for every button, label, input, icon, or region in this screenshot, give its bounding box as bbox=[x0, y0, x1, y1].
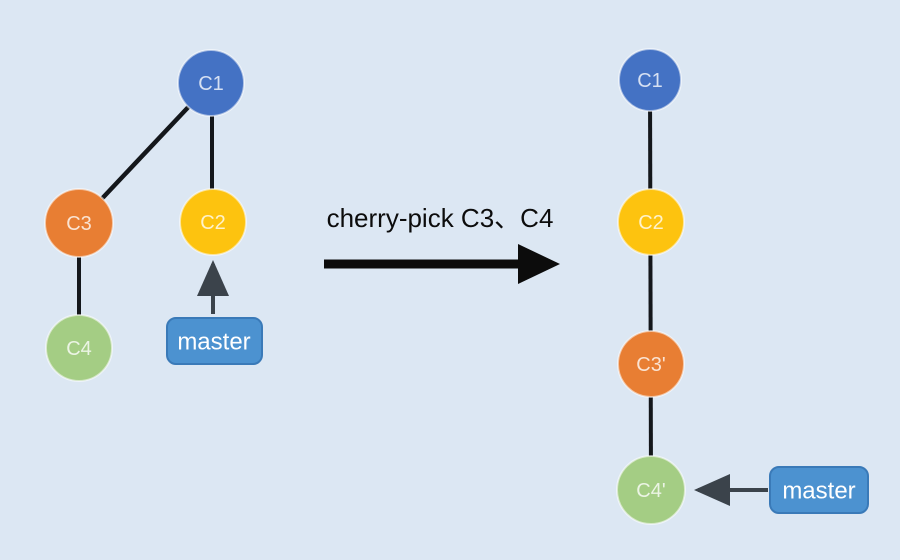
branch-tag-master-left: master bbox=[166, 317, 263, 365]
transform-annotation: cherry-pick C3、C4 bbox=[324, 203, 560, 284]
commit-node-c3-prime bbox=[617, 330, 685, 398]
commit-label-c4-prime: C4' bbox=[636, 480, 665, 502]
commit-label-c4: C4 bbox=[66, 338, 92, 360]
caption-text: cherry-pick C3、C4 bbox=[327, 203, 554, 233]
commit-label-c3: C3 bbox=[66, 213, 92, 235]
commit-label-c3-prime: C3' bbox=[636, 354, 665, 376]
commit-node-c2-right bbox=[617, 188, 685, 256]
edge-right-spine bbox=[648, 79, 653, 491]
commit-node-c1-right bbox=[618, 48, 682, 112]
branch-tag-master-right: master bbox=[769, 466, 869, 514]
transform-arrow-head-icon bbox=[518, 244, 560, 284]
commit-node-c3 bbox=[44, 188, 114, 258]
commit-label-c1-right: C1 bbox=[637, 70, 663, 92]
commit-node-c4 bbox=[45, 314, 113, 382]
right-commit-graph: C1 C2 C3' C4' master bbox=[616, 48, 869, 525]
branch-tag-label: master bbox=[177, 329, 250, 356]
commit-node-c2 bbox=[179, 188, 247, 256]
branch-tag-label: master bbox=[782, 478, 855, 505]
commit-node-c1 bbox=[177, 49, 245, 117]
commit-label-c1: C1 bbox=[198, 73, 224, 95]
branch-tag-box bbox=[769, 466, 869, 514]
commit-node-c4-prime bbox=[616, 455, 686, 525]
commit-label-c2: C2 bbox=[200, 212, 226, 234]
branch-tag-box bbox=[166, 317, 263, 365]
commit-label-c2-right: C2 bbox=[638, 212, 664, 234]
left-commit-graph: C1 C2 C3 C4 master bbox=[44, 49, 263, 382]
